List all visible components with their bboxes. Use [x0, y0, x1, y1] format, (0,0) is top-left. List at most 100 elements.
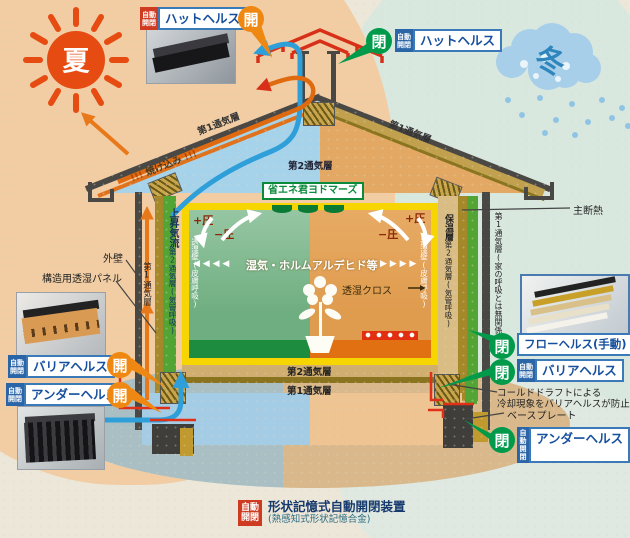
panel-label: 構造用透湿パネル: [42, 274, 122, 285]
pressure-minus-right: −圧: [378, 228, 399, 241]
auto-open-close-badge: 自動 開閉: [6, 383, 24, 406]
closed-badge-barrier-right: 閉: [489, 359, 515, 385]
barrier-health-product-image: [16, 292, 106, 356]
foundation-tan-left: [180, 428, 193, 456]
under-health-name: アンダーヘルス: [24, 383, 126, 406]
auto-line1: 自動: [519, 429, 527, 445]
hat-health-label-right: 自動 開閉 ハットヘルス: [395, 29, 503, 52]
warm-layer-right: [438, 196, 458, 401]
auto-line1: 自動: [397, 32, 411, 41]
auto-open-close-badge: 自動 開閉: [517, 427, 529, 463]
main-insulation-label: 主断熱: [573, 206, 603, 217]
under-layer2-label: 第2通気層: [287, 367, 332, 378]
open-badge-barrier-left: 開: [107, 352, 133, 378]
auto-line2: 開閉: [241, 513, 260, 523]
updraft-main: 上昇気流: [167, 208, 178, 248]
auto-line2: 開閉: [519, 370, 533, 379]
right-layer1-label: 第1通気層(家の呼吸とは無関係): [494, 212, 503, 343]
auto-open-close-badge: 自動 開閉: [238, 500, 263, 526]
attic-layer2-label: 第2通気層: [288, 161, 333, 172]
snow-cloud-icon: 冬: [496, 23, 630, 138]
outer-wall-right: [482, 192, 490, 430]
open-badge-hat-left: 開: [238, 6, 264, 32]
under-health-name: アンダーヘルス: [528, 427, 630, 463]
baseboard-red-dotted: [362, 331, 418, 340]
under-health-label-right: 自動 開閉 アンダーヘルス: [517, 427, 630, 463]
legend: 自動 開閉 形状記憶式自動開閉装置 (熱感知式形状記憶合金): [238, 500, 406, 526]
chimney-cap-right: [327, 51, 340, 54]
cold-draft-note-line2: 冷却現象をバリアヘルスが防止: [497, 399, 630, 410]
warm-layer-sub: 第2通気層(気管呼吸): [444, 241, 453, 328]
flow-health-name: フローヘルス(手動): [517, 333, 630, 356]
closed-badge-hat-right: 閉: [366, 28, 392, 54]
updraft-label: 上昇気流第2通気層(気管呼吸): [164, 208, 180, 408]
barrier-health-name: バリアヘルス: [535, 359, 624, 382]
under-layer1-label: 第1通気層: [287, 386, 332, 397]
snow-dots: [505, 95, 630, 138]
legend-subtitle: (熱感知式形状記憶合金): [268, 514, 371, 525]
panel-layer-left: [155, 196, 163, 408]
barrier-health-label-right: 自動 開閉 バリアヘルス: [517, 359, 624, 382]
hat-health-name: ハットヘルス: [413, 29, 503, 52]
eave-hooks: [88, 182, 554, 202]
moisture-label: 湿気・ホルムアルデヒド等: [246, 259, 378, 272]
barrier-health-label-left: 自動 開閉 バリアヘルス: [8, 355, 115, 378]
auto-line2: 開閉: [397, 40, 411, 49]
warm-layer-main: 保温層: [443, 214, 453, 241]
chimney-hatch-block: [303, 102, 335, 126]
moisture-arrows-left: ◀ ◀ ◀ ◀: [193, 259, 230, 269]
wall-skin-right-label: 透湿壁(皮膚呼吸): [419, 238, 429, 309]
room-convection-arrows: [193, 209, 435, 249]
auto-line1: 自動: [241, 503, 260, 513]
orange-eave-arrow: [80, 112, 130, 156]
room-floor-left: [189, 340, 310, 358]
yodomars-device-1: [272, 205, 292, 213]
yodomars-device-2: [298, 205, 318, 213]
hat-health-product-image: [146, 24, 236, 84]
green-layer-right: [467, 196, 478, 401]
auto-open-close-badge: 自動 開閉: [8, 355, 26, 378]
auto-open-close-badge: 自動 開閉: [395, 29, 413, 52]
sun-icon: 夏: [23, 7, 129, 113]
room-interior-left-shade: [189, 210, 310, 358]
auto-line1: 自動: [519, 362, 533, 371]
blue-updraft-arrow: [170, 40, 303, 218]
moisture-arrows-right: ▶ ▶ ▶ ▶: [380, 259, 417, 269]
hat-health-label-left: 自動 開閉 ハットヘルス: [140, 7, 248, 30]
base-plate-label: ベースプレート: [507, 411, 577, 422]
panel-layer-right: [458, 196, 467, 401]
underfloor-band-olive: [182, 377, 438, 383]
hat-health-name: ハットヘルス: [158, 7, 248, 30]
room-floor-right: [310, 340, 431, 358]
yodomars-device-3: [324, 205, 344, 213]
chimney-cap-left: [296, 51, 309, 54]
underfloor-band-tan: [182, 365, 438, 377]
chimney-right-bar: [331, 54, 336, 104]
cold-draft-note-line1: コールドドラフトによる: [497, 388, 602, 399]
foundation-block-right: [443, 404, 473, 448]
green-layer-left: [163, 196, 176, 406]
cloth-label: 透湿クロス: [342, 286, 392, 297]
auto-line2: 開閉: [142, 18, 156, 27]
warm-layer-label: 保温層第2通気層(気管呼吸): [440, 214, 456, 404]
summer-label: 夏: [63, 47, 91, 78]
under-health-label-left: 自動 開閉 アンダーヘルス: [6, 383, 126, 406]
auto-open-close-badge: 自動 開閉: [517, 359, 535, 382]
barrier-health-name: バリアヘルス: [26, 355, 115, 378]
pointer-lines: [115, 207, 571, 420]
updraft-sub: 第2通気層(気管呼吸): [168, 248, 177, 335]
auto-open-close-badge: 自動 開閉: [140, 7, 158, 30]
open-badge-under-left: 開: [107, 382, 133, 408]
orange-roof-heat-arrow: [117, 75, 316, 185]
closed-badge-under-right: 閉: [489, 427, 515, 453]
wall-layer1-left-label: 第1通気層: [141, 262, 152, 306]
auto-line2: 開閉: [519, 445, 527, 461]
legend-title: 形状記憶式自動開閉装置: [268, 499, 406, 514]
flow-health-product-image: [520, 274, 630, 336]
yodomars-label: 省エネ君ヨドマーズ: [262, 182, 364, 200]
auto-line1: 自動: [142, 10, 156, 19]
outer-wall-label: 外壁: [103, 254, 123, 265]
auto-line1: 自動: [8, 386, 22, 395]
flow-health-label-right: フローヘルス(手動): [517, 333, 630, 356]
